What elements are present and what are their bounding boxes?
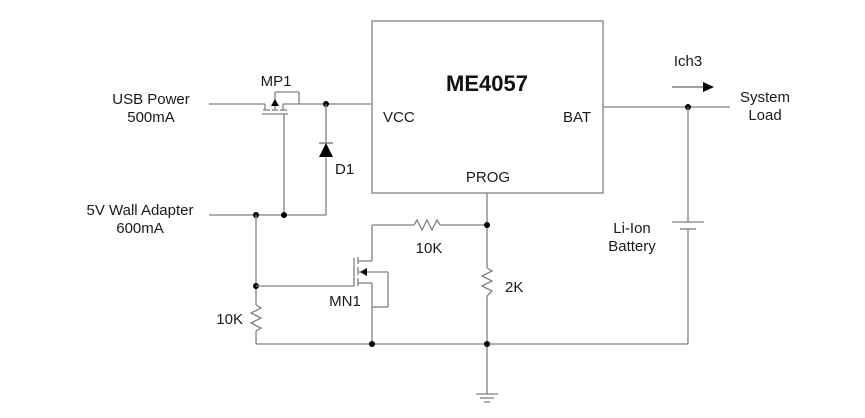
load-label-line2: Load bbox=[748, 107, 781, 124]
current-arrow-icon bbox=[703, 82, 714, 92]
r-gate-resistor bbox=[249, 304, 263, 332]
mn1-label: MN1 bbox=[329, 293, 361, 310]
d1-diode-icon bbox=[319, 143, 333, 157]
battery-label-line1: Li-Ion bbox=[613, 220, 651, 237]
current-label: Ich3 bbox=[674, 53, 702, 70]
r-prog-label: 2K bbox=[505, 279, 523, 296]
wall-adapter-label: 5V Wall Adapter bbox=[87, 202, 194, 219]
pin-bat-label: BAT bbox=[563, 109, 591, 126]
mp1-arrow-icon bbox=[271, 99, 279, 106]
usb-current-label: 500mA bbox=[127, 109, 175, 126]
ic-body bbox=[371, 20, 604, 194]
mp1-label: MP1 bbox=[261, 73, 292, 90]
r-prog-resistor bbox=[480, 267, 494, 297]
mn1-arrow-icon bbox=[360, 268, 367, 276]
mn1-nmos bbox=[256, 225, 389, 344]
pin-prog-label: PROG bbox=[466, 169, 510, 186]
d1-label: D1 bbox=[335, 161, 354, 178]
load-label-line1: System bbox=[740, 89, 790, 106]
r-gate-label: 10K bbox=[216, 311, 243, 328]
usb-power-label: USB Power bbox=[112, 91, 190, 108]
mp1-pmos bbox=[262, 91, 372, 115]
junction-dot bbox=[484, 222, 490, 228]
junction-dot bbox=[281, 212, 287, 218]
r-series-resistor bbox=[413, 218, 441, 232]
junction-dot bbox=[369, 341, 375, 347]
r-series-label: 10K bbox=[416, 240, 443, 257]
battery-label-line2: Battery bbox=[608, 238, 656, 255]
junction-dot bbox=[484, 341, 490, 347]
wall-current-label: 600mA bbox=[116, 220, 164, 237]
ground-icon bbox=[476, 393, 498, 403]
pin-vcc-label: VCC bbox=[383, 109, 415, 126]
ic-name: ME4057 bbox=[446, 71, 528, 96]
